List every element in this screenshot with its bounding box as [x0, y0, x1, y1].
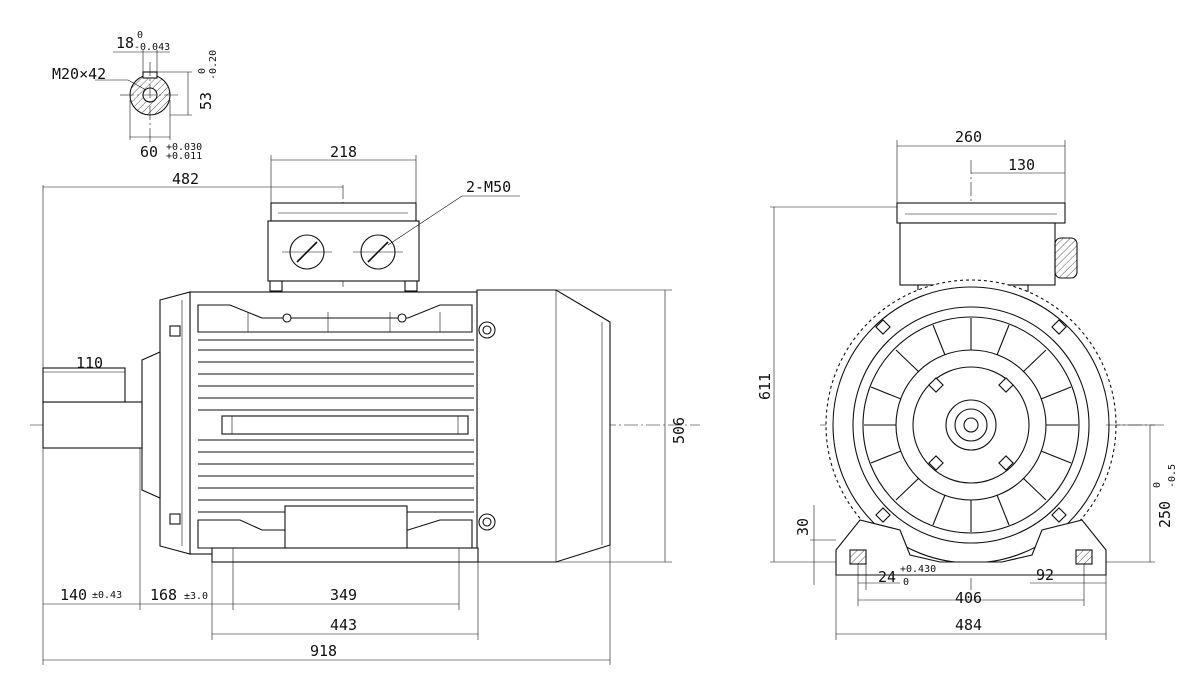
- foot-hole-right: [1075, 549, 1093, 565]
- fan-ring: [862, 316, 1080, 534]
- dim-shaft-length: 110: [76, 354, 103, 372]
- dim-foot-length: 443: [330, 616, 357, 634]
- fan-spokes: [864, 318, 1078, 532]
- dim-shaft-to-foot-tol: ±0.43: [92, 590, 122, 601]
- terminal-box-lid: [270, 202, 417, 222]
- shaft: [42, 401, 143, 449]
- side-view: [30, 155, 700, 665]
- dim-box-width: 260: [955, 128, 982, 146]
- nameplate-band: [221, 415, 469, 435]
- key-height-label: 53: [197, 92, 215, 110]
- shaft-diameter-tol-lower: +0.011: [166, 151, 202, 162]
- fan-cover: [476, 289, 611, 563]
- dim-terminal-box-width: 218: [330, 143, 357, 161]
- end-shaft: [963, 417, 979, 433]
- shaft-key: [42, 367, 126, 403]
- dim-overall-length: 918: [310, 642, 337, 660]
- dim-foot-hole-tol-upper: +0.430: [900, 564, 936, 575]
- foot-base: [211, 547, 479, 563]
- top-lug-band: [197, 304, 473, 333]
- end-view: [770, 140, 1165, 640]
- dim-overall-height: 611: [756, 373, 774, 400]
- housing-inner: [852, 306, 1090, 544]
- dim-foot-hole-tol-lower: 0: [903, 577, 909, 588]
- dim-foot-hole-spacing: 349: [330, 586, 357, 604]
- end-terminal-box: [899, 222, 1056, 286]
- foot-hole-left: [849, 549, 867, 565]
- cable-gland-label: 2-M50: [466, 178, 511, 196]
- foot-pad: [284, 505, 408, 553]
- dim-shaft-height: 250: [1156, 501, 1174, 528]
- dim-box-half-width: 130: [1008, 156, 1035, 174]
- end-cable-gland: [1054, 237, 1078, 279]
- dim-foot-edge: 92: [1036, 566, 1054, 584]
- dim-foot-hole: 24: [878, 568, 896, 586]
- cooling-fins: [198, 339, 474, 513]
- dim-shaft-to-box: 482: [172, 170, 199, 188]
- key-width-tol-upper: 0: [137, 30, 143, 41]
- dim-shaft-height-tol-lower: -0.5: [1167, 464, 1178, 488]
- shaft-diameter-label: 60: [140, 143, 158, 161]
- key-height-tol-lower: -0.20: [208, 50, 219, 80]
- key-height-tol-upper: 0: [197, 68, 208, 74]
- dim-base-width: 484: [955, 616, 982, 634]
- dim-frame-height: 506: [670, 417, 688, 444]
- end-terminal-box-lid: [896, 202, 1066, 224]
- bearing-shield: [895, 349, 1047, 501]
- thread-label: M20×42: [52, 65, 106, 83]
- key-width-tol-lower: -0.043: [134, 42, 170, 53]
- dim-shaft-to-foot: 140: [60, 586, 87, 604]
- dim-foot-hole-pitch: 406: [955, 589, 982, 607]
- dim-shaft-height-tol-upper: 0: [1152, 482, 1163, 488]
- key-width-label: 18: [116, 34, 134, 52]
- shaft-diameter-tol-upper: +0.030: [166, 142, 202, 153]
- dim-foot-offset: 168: [150, 586, 177, 604]
- shaft-section-detail: [95, 50, 192, 142]
- dim-foot-offset-tol: ±3.0: [184, 591, 208, 602]
- dim-foot-thickness: 30: [794, 518, 812, 536]
